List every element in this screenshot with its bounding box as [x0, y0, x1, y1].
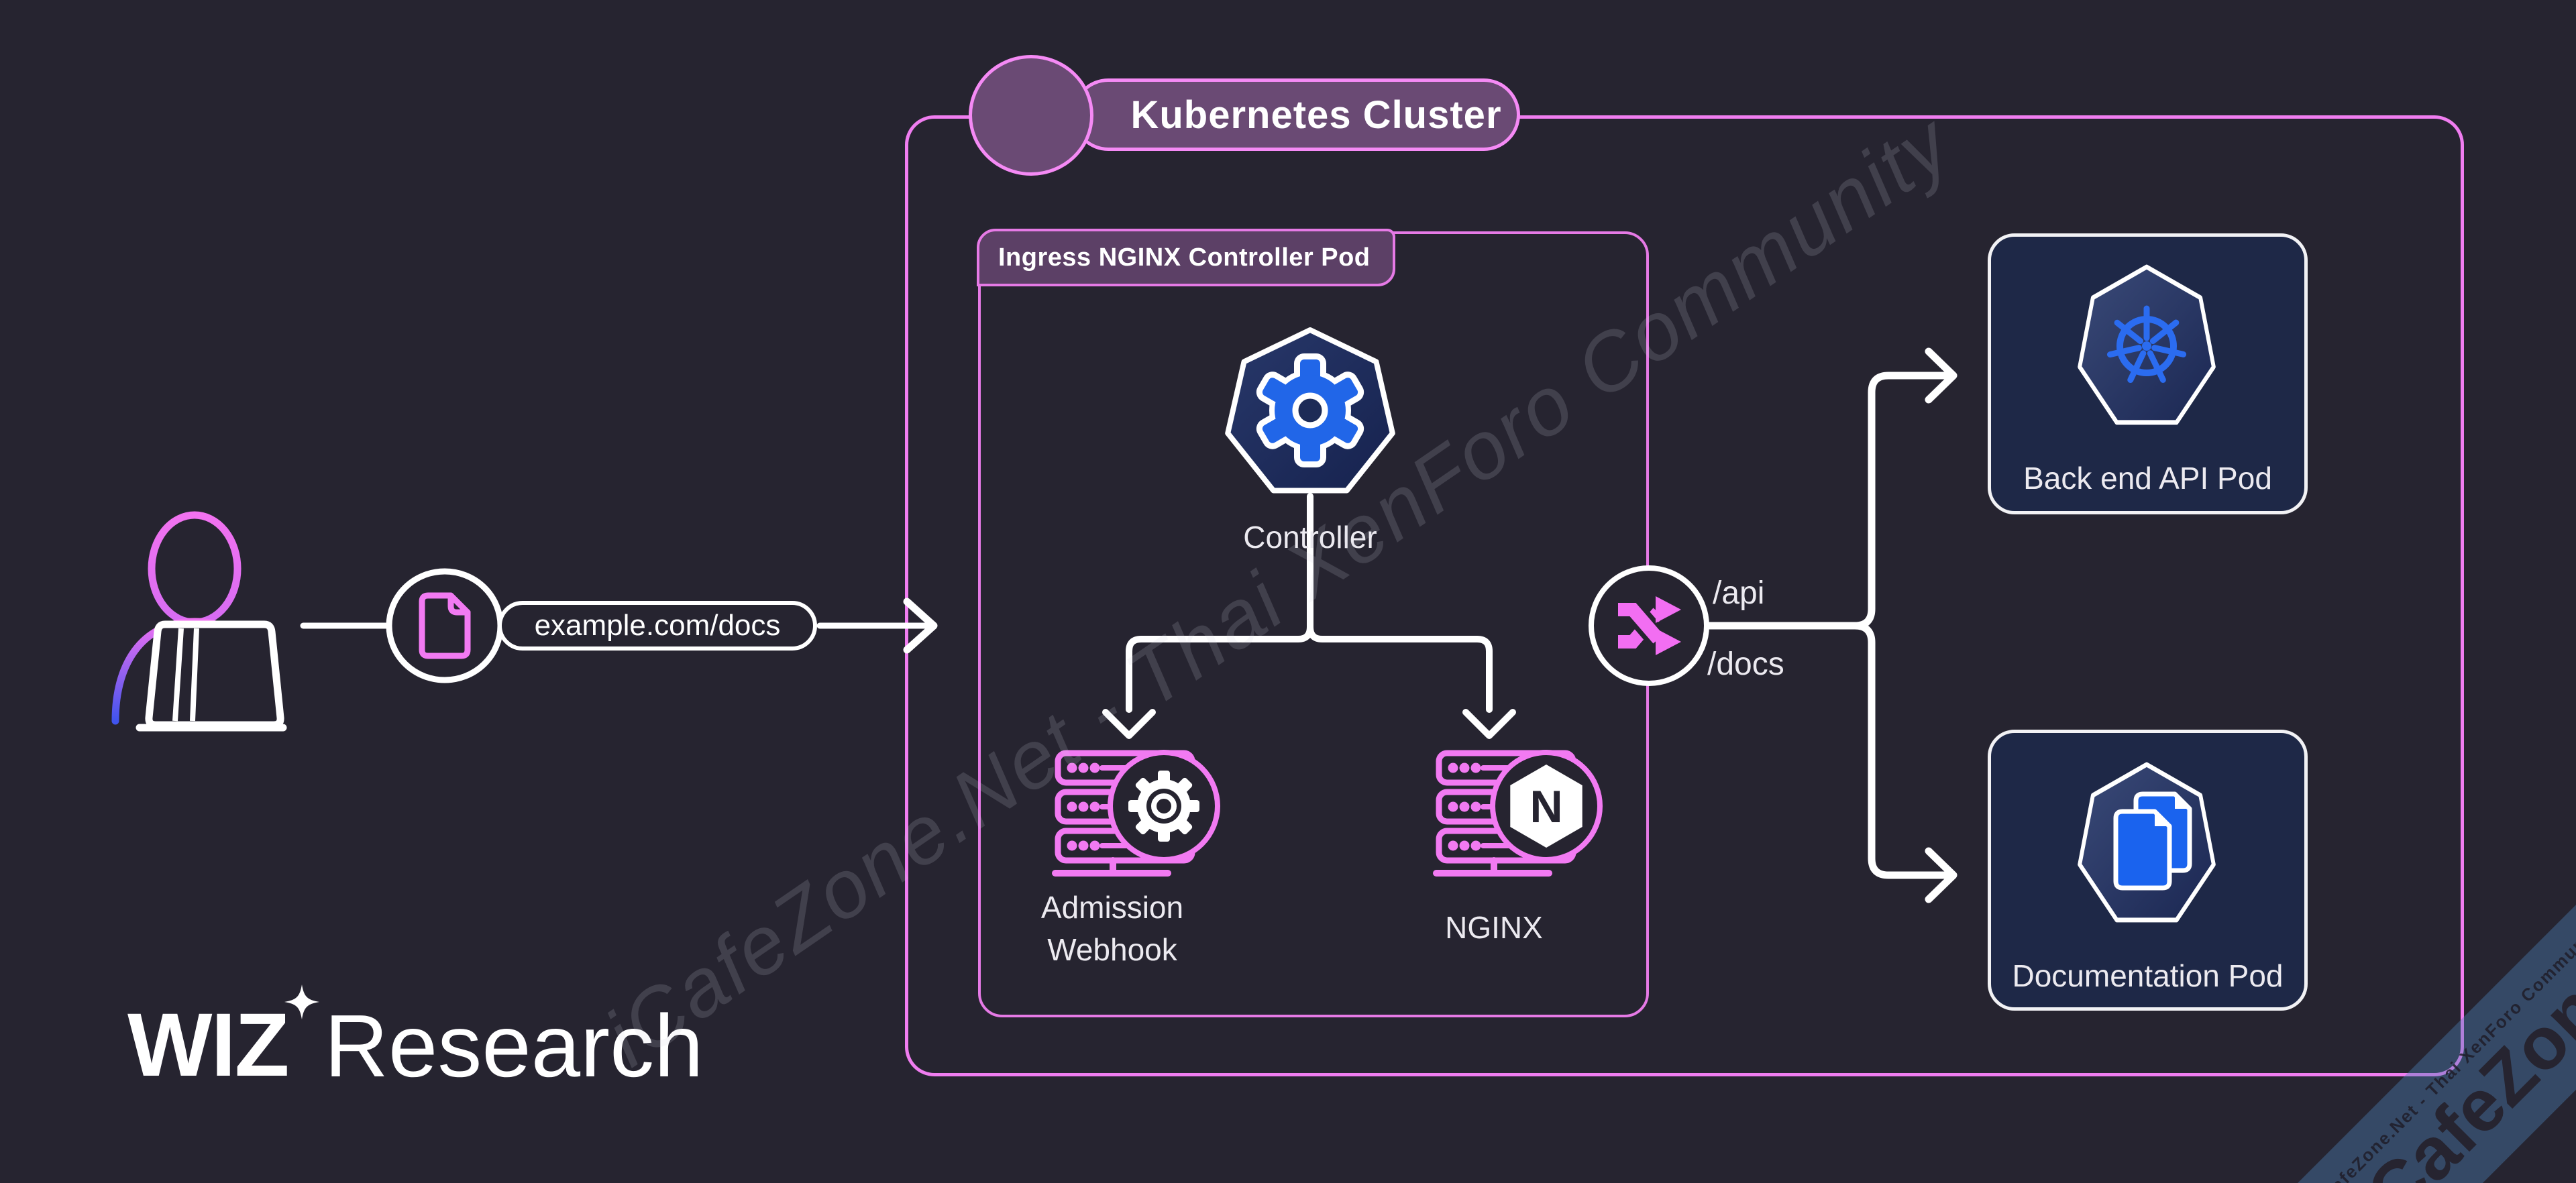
laptop-icon: [136, 620, 287, 732]
wiz-research-logo: WIZ Research: [127, 984, 704, 1095]
route-api-label: /api: [1713, 575, 1765, 611]
backend-pod-label: Back end API Pod: [2023, 461, 2272, 496]
kubernetes-badge-ellipse: [969, 55, 1093, 176]
admission-label-line1: Admission: [1040, 890, 1184, 925]
document-icon: [419, 592, 471, 659]
route-docs-label: /docs: [1707, 646, 1784, 682]
ingress-pod-tab: Ingress NGINX Controller Pod: [977, 229, 1395, 286]
request-url: example.com/docs: [534, 609, 781, 642]
documentation-pod-label: Documentation Pod: [2012, 958, 2284, 993]
kubernetes-cluster-box: [905, 115, 2464, 1076]
ingress-pod-title: Ingress NGINX Controller Pod: [998, 243, 1371, 272]
person-icon: [111, 511, 287, 732]
logo-research-text: Research: [324, 997, 704, 1095]
cluster-title: Kubernetes Cluster: [1130, 93, 1502, 137]
nginx-label: NGINX: [1445, 910, 1543, 945]
kubernetes-cluster-badge: Kubernetes Cluster: [1072, 78, 1520, 151]
sparkle-icon: [284, 984, 319, 1019]
admission-label-line2: Webhook: [1047, 932, 1177, 968]
admission-webhook-label: Admission Webhook: [965, 887, 1260, 972]
request-url-pill: example.com/docs: [498, 601, 817, 651]
request-document-node: [386, 568, 504, 683]
logo-wiz-text: WIZ: [127, 995, 290, 1095]
